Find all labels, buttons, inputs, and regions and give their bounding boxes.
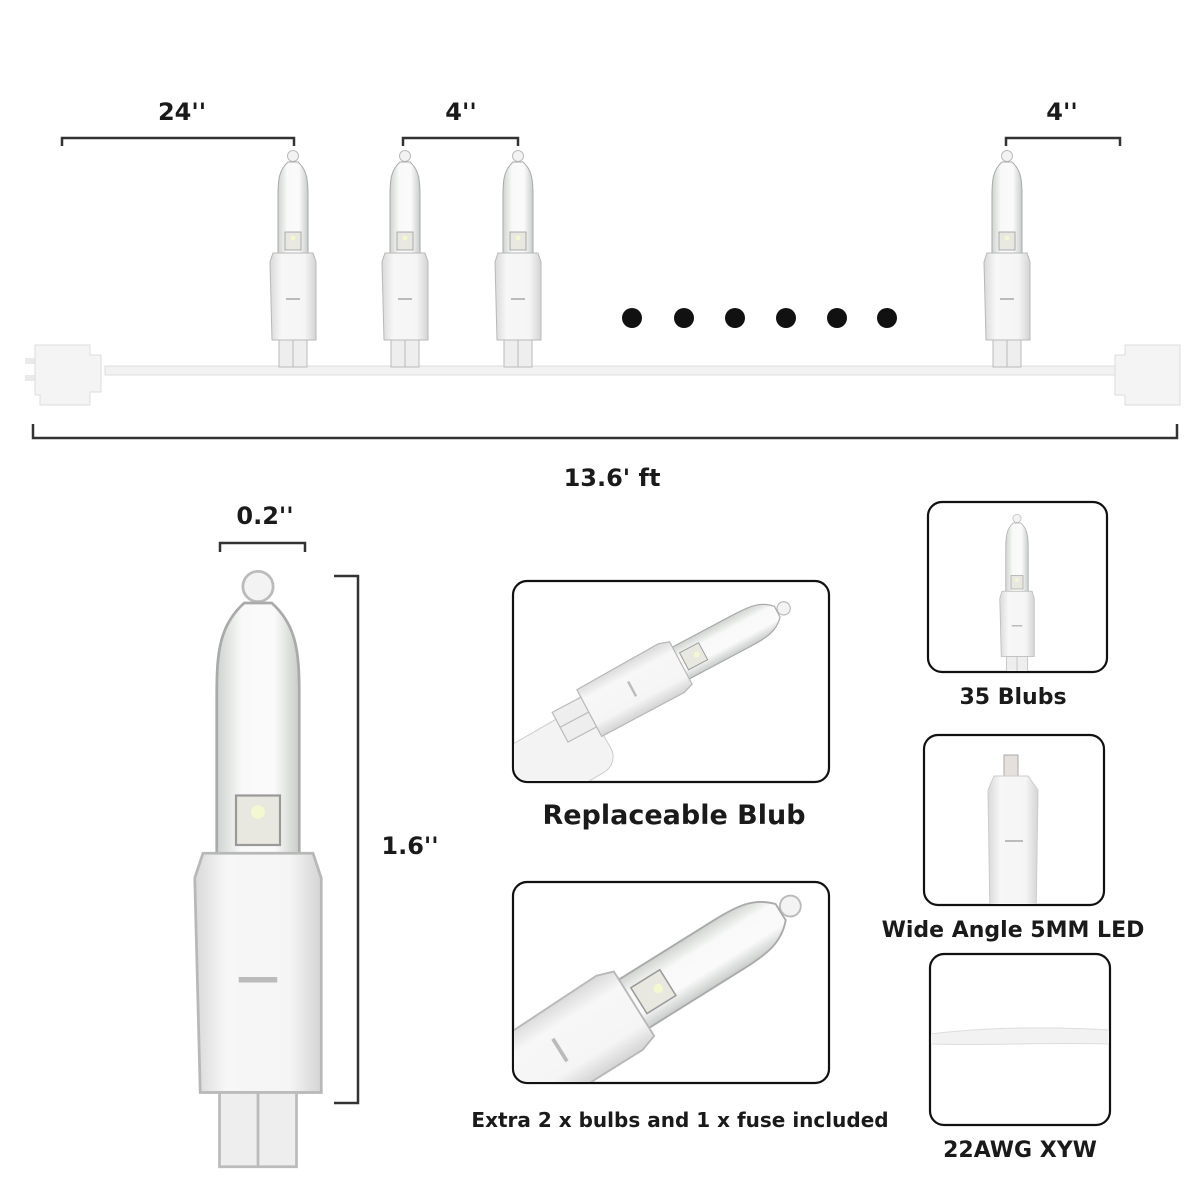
extras-label: Extra 2 x bulbs and 1 x fuse included: [471, 1108, 888, 1132]
height-label: 1.6'': [381, 832, 438, 860]
width-bracket: [218, 541, 307, 552]
bulb-3: [494, 150, 542, 368]
cord: [104, 365, 1121, 376]
bulb-last: [983, 150, 1031, 368]
bulb-closeup: [193, 570, 323, 1169]
width-label: 0.2'': [236, 502, 293, 530]
wire-label: 22AWG XYW: [943, 1138, 1097, 1163]
bulb-count-label: 35 Blubs: [959, 685, 1066, 710]
height-bracket: [334, 574, 360, 1105]
bulb-spacing-bracket: [401, 136, 520, 146]
tail-spacing-label: 4'': [1046, 98, 1077, 126]
bulb-1: [269, 150, 317, 368]
lead-spacing-bracket: [60, 136, 296, 146]
ellipsis-dots: [622, 308, 897, 328]
bulb-2: [381, 150, 429, 368]
lead-spacing-label: 24'': [158, 98, 206, 126]
total-length-bracket: [31, 424, 1179, 440]
male-plug: [25, 344, 102, 406]
female-plug: [1114, 344, 1181, 406]
total-length-label: 13.6' ft: [564, 464, 661, 492]
led-type-label: Wide Angle 5MM LED: [882, 918, 1145, 943]
tail-spacing-bracket: [1004, 136, 1122, 146]
replaceable-bulb-label: Replaceable Blub: [542, 800, 805, 831]
bulb-spacing-label: 4'': [445, 98, 476, 126]
